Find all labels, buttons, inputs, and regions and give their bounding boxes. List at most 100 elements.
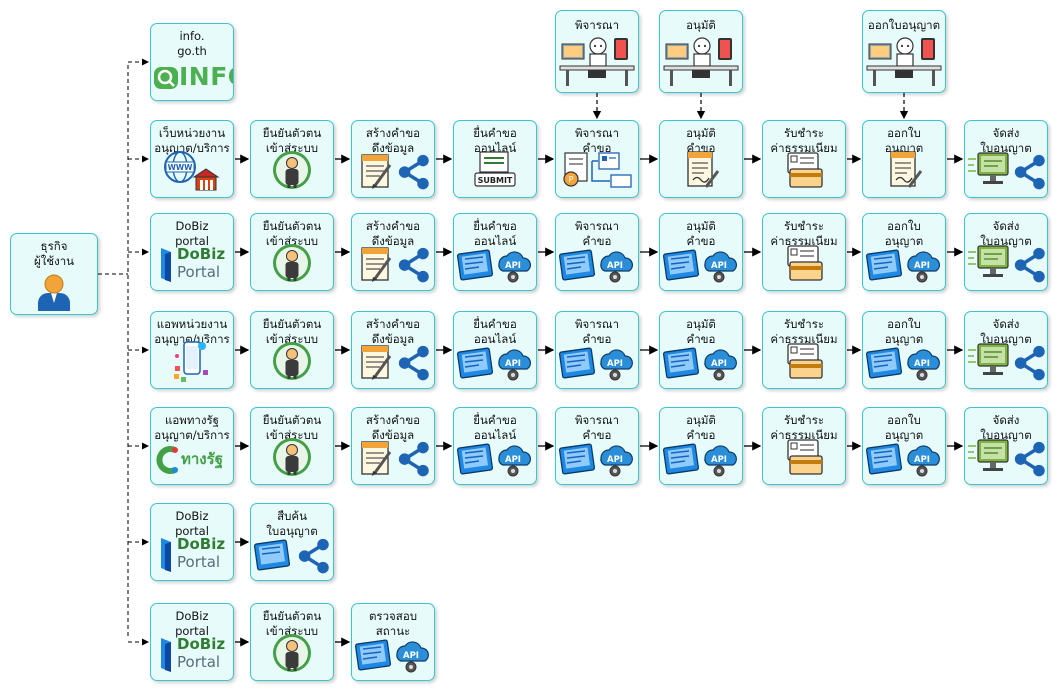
step-label-line2: ค่าธรรมเนียม xyxy=(770,332,838,346)
step-r1-c0[interactable]: เว็บหน่วยงานอนุญาต/บริการ WWW xyxy=(150,120,234,198)
step-label-line2: ใบอนุญาต xyxy=(266,524,318,538)
step-label-line2: ดึงข้อมูล xyxy=(371,234,415,248)
step-r1-c5[interactable]: อนุมัติคำขอ xyxy=(659,120,743,198)
step-r6-c1[interactable]: ยืนยันตัวตนเข้าสู่ระบบ xyxy=(250,603,334,681)
step-r3-c3[interactable]: ยื่นคำขอออนไลน์ API xyxy=(453,311,537,389)
step-label-line1: แอพหน่วยงาน xyxy=(156,317,228,331)
svg-text:API: API xyxy=(914,261,930,271)
step-label-line2: อนุญาต/บริการ xyxy=(154,332,230,346)
actor-business-user[interactable]: ธุรกิจผู้ใช้งาน xyxy=(10,233,98,315)
svg-text:API: API xyxy=(914,359,930,369)
step-label-line2: go.th xyxy=(177,44,207,58)
svg-text:API: API xyxy=(711,261,727,271)
step-label-line1: อนุมัติ xyxy=(686,317,716,331)
step-r3-c2[interactable]: สร้างคำขอดึงข้อมูล xyxy=(351,311,435,389)
step-label-line1: จัดส่ง xyxy=(992,317,1020,331)
info-logo: INFO xyxy=(151,60,233,94)
reviewer-label: ออกใบอนุญาต xyxy=(867,18,941,32)
step-r2-c8[interactable]: จัดส่งใบอนุญาต xyxy=(964,213,1048,291)
step-label: ออกใบอนุญาต xyxy=(863,317,945,347)
step-r3-c7[interactable]: ออกใบอนุญาต API xyxy=(862,311,946,389)
monitor-share-icon xyxy=(965,242,1047,286)
step-label-line1: พิจารณา xyxy=(574,126,620,140)
step-r3-c5[interactable]: อนุมัติคำขอ API xyxy=(659,311,743,389)
step-r2-c6[interactable]: รับชำระค่าธรรมเนียม xyxy=(762,213,846,291)
step-r3-c6[interactable]: รับชำระค่าธรรมเนียม xyxy=(762,311,846,389)
step-label: ออกใบอนุญาต xyxy=(863,219,945,249)
svg-text:SUBMIT: SUBMIT xyxy=(478,176,513,185)
step-label-line2: คำขอ xyxy=(686,428,716,442)
step-r4-c8[interactable]: จัดส่งใบอนุญาต xyxy=(964,407,1048,485)
tangrat-logo-text: ทางรัฐ xyxy=(181,450,223,468)
step-label: info.go.th xyxy=(151,29,233,59)
step-label: ยืนยันตัวตนเข้าสู่ระบบ xyxy=(251,413,333,443)
step-r5-c1[interactable]: สืบค้นใบอนุญาต xyxy=(250,503,334,581)
step-r4-c2[interactable]: สร้างคำขอดึงข้อมูล xyxy=(351,407,435,485)
step-r2-c1[interactable]: ยืนยันตัวตนเข้าสู่ระบบ xyxy=(250,213,334,291)
step-r2-c7[interactable]: ออกใบอนุญาต API xyxy=(862,213,946,291)
person-icon xyxy=(251,242,333,286)
step-label-line1: ออกใบ xyxy=(887,413,921,427)
step-label: พิจารณาคำขอ xyxy=(556,126,638,156)
step-r3-c8[interactable]: จัดส่งใบอนุญาต xyxy=(964,311,1048,389)
step-r2-c5[interactable]: อนุมัติคำขอ API xyxy=(659,213,743,291)
book-api-icon: API xyxy=(556,242,638,286)
step-r3-c0[interactable]: แอพหน่วยงานอนุญาต/บริการ xyxy=(150,311,234,389)
dobiz-logo-line1: DoBiz xyxy=(177,245,226,263)
step-r2-c4[interactable]: พิจารณาคำขอ API xyxy=(555,213,639,291)
form-share-icon xyxy=(352,436,434,480)
step-label-line1: จัดส่ง xyxy=(992,219,1020,233)
book-api-icon: API xyxy=(863,436,945,480)
step-r4-c4[interactable]: พิจารณาคำขอ API xyxy=(555,407,639,485)
step-r4-c6[interactable]: รับชำระค่าธรรมเนียม xyxy=(762,407,846,485)
step-label-line1: ยืนยันตัวตน xyxy=(262,219,322,233)
step-label-line2: อนุญาต xyxy=(884,332,924,346)
form-share-icon xyxy=(352,149,434,193)
step-label-line2: ใบอนุญาต xyxy=(980,141,1032,155)
step-r4-c5[interactable]: อนุมัติคำขอ API xyxy=(659,407,743,485)
step-r1-c6[interactable]: รับชำระค่าธรรมเนียม xyxy=(762,120,846,198)
step-r1-c2[interactable]: สร้างคำขอดึงข้อมูล xyxy=(351,120,435,198)
step-r3-c4[interactable]: พิจารณาคำขอ API xyxy=(555,311,639,389)
step-r1-c3[interactable]: ยื่นคำขอออนไลน์ SUBMIT xyxy=(453,120,537,198)
step-r0-c0[interactable]: info.go.th INFO xyxy=(150,23,234,101)
submit-icon: SUBMIT xyxy=(454,149,536,193)
monitor-share-icon xyxy=(965,149,1047,193)
step-label: รับชำระค่าธรรมเนียม xyxy=(763,317,845,347)
reviewer-box-1[interactable]: อนุมัติ xyxy=(659,10,743,93)
reviewer-box-2[interactable]: ออกใบอนุญาต xyxy=(862,10,946,93)
reviewer-box-0[interactable]: พิจารณา xyxy=(555,10,639,93)
step-r1-c8[interactable]: จัดส่งใบอนุญาต xyxy=(964,120,1048,198)
step-r3-c1[interactable]: ยืนยันตัวตนเข้าสู่ระบบ xyxy=(250,311,334,389)
step-label-line1: สร้างคำขอ xyxy=(365,126,421,140)
step-label-line2: ค่าธรรมเนียม xyxy=(770,141,838,155)
step-r4-c7[interactable]: ออกใบอนุญาต API xyxy=(862,407,946,485)
step-label: เว็บหน่วยงานอนุญาต/บริการ xyxy=(151,126,233,156)
step-label-line1: ยื่นคำขอ xyxy=(473,126,517,140)
step-r6-c2[interactable]: ตรวจสอบสถานะ API xyxy=(351,603,435,681)
step-label: อนุมัติคำขอ xyxy=(660,317,742,347)
step-label-line2: เข้าสู่ระบบ xyxy=(265,428,319,442)
step-r1-c1[interactable]: ยืนยันตัวตนเข้าสู่ระบบ xyxy=(250,120,334,198)
step-r2-c2[interactable]: สร้างคำขอดึงข้อมูล xyxy=(351,213,435,291)
step-label-line1: อนุมัติ xyxy=(686,126,716,140)
step-label: สร้างคำขอดึงข้อมูล xyxy=(352,413,434,443)
step-label-line1: สืบค้น xyxy=(277,509,307,523)
step-r2-c3[interactable]: ยื่นคำขอออนไลน์ API xyxy=(453,213,537,291)
info-logo-text: INFO xyxy=(179,62,233,91)
step-r1-c7[interactable]: ออกใบอนุญาต xyxy=(862,120,946,198)
svg-text:API: API xyxy=(711,359,727,369)
step-r1-c4[interactable]: พิจารณาคำขอ P xyxy=(555,120,639,198)
reviewer-label: อนุมัติ xyxy=(686,18,716,32)
step-label: ยืนยันตัวตนเข้าสู่ระบบ xyxy=(251,219,333,249)
step-r4-c0[interactable]: แอพทางรัฐอนุญาต/บริการ ทางรัฐ xyxy=(150,407,234,485)
officer-desk-icon xyxy=(660,34,742,88)
step-r4-c3[interactable]: ยื่นคำขอออนไลน์ API xyxy=(453,407,537,485)
step-label-line1: สร้างคำขอ xyxy=(365,317,421,331)
step-r4-c1[interactable]: ยืนยันตัวตนเข้าสู่ระบบ xyxy=(250,407,334,485)
